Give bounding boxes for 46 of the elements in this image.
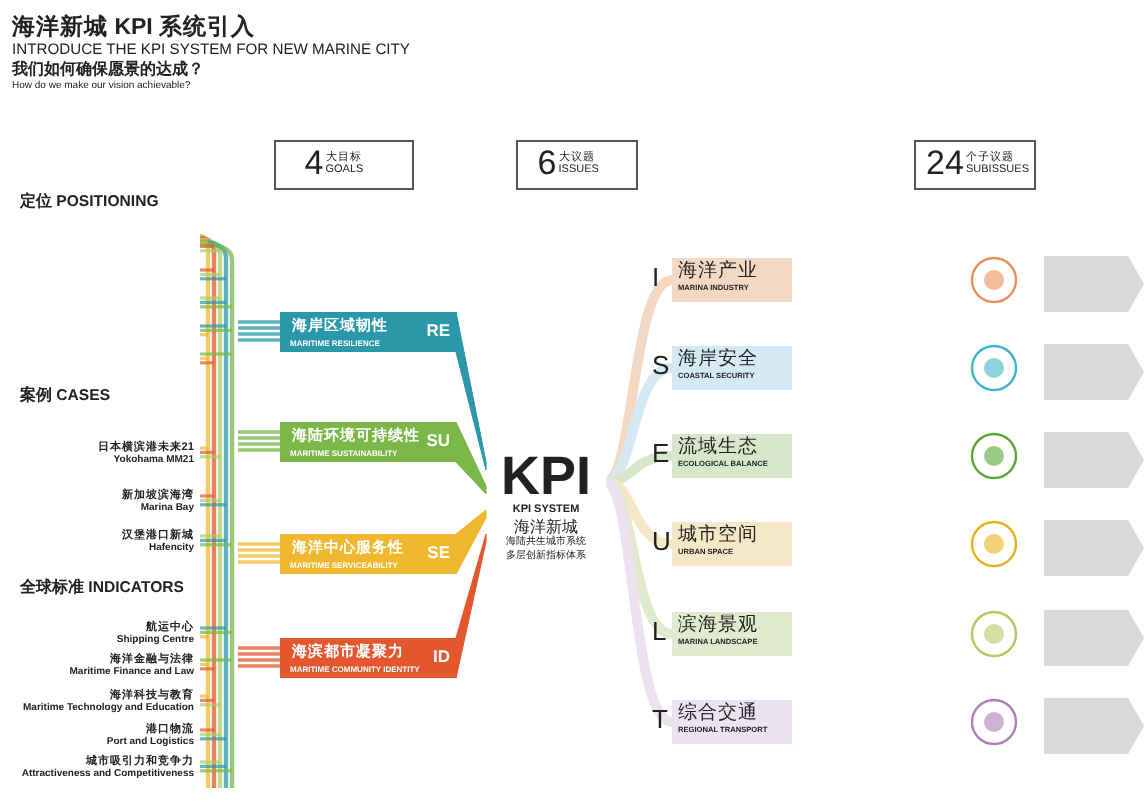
goal-banner	[280, 638, 456, 678]
issue-letter: S	[652, 352, 670, 378]
goal-code: SE	[427, 542, 450, 562]
issue-title: 滨海景观	[678, 616, 758, 635]
issue-title: 城市空间	[678, 526, 758, 545]
connector-curve	[605, 451, 673, 487]
count-box	[274, 140, 414, 190]
goal-code: RE	[426, 320, 450, 340]
count-box	[914, 140, 1036, 190]
issue-title: 海岸安全	[678, 350, 758, 369]
chevron-shape	[1044, 344, 1144, 400]
goal-banner	[280, 312, 456, 352]
issue-letter: E	[652, 440, 670, 466]
title: 海洋新城 KPI 系统引入	[12, 12, 256, 42]
issue-title: 流域生态	[678, 438, 758, 457]
connector-wedge	[455, 533, 487, 679]
count-box	[516, 140, 638, 190]
count-number: 24	[926, 146, 964, 180]
subtitle: 我们如何确保愿景的达成？	[12, 62, 204, 80]
issue-letter: U	[652, 528, 671, 554]
connector-curve	[605, 477, 673, 549]
line-bundle	[199, 234, 235, 788]
connector-wedge	[455, 509, 487, 575]
goal-code: ID	[433, 646, 450, 666]
kpi-title: KPI	[498, 450, 593, 504]
connector-lines	[236, 430, 282, 452]
connector-wedge	[455, 311, 487, 471]
kpi-caption: 海洋新城	[512, 520, 578, 536]
goal-code: SU	[426, 430, 450, 450]
chevron-shape	[1044, 520, 1144, 576]
count-number: 6	[537, 146, 557, 180]
chevron-shape	[1044, 610, 1144, 666]
connector-lines	[236, 542, 282, 564]
issue-title: 综合交通	[678, 704, 758, 723]
connector-lines	[236, 646, 282, 668]
count-number: 4	[304, 146, 324, 180]
issue-title: 海洋产业	[678, 262, 758, 281]
issue-letter: L	[652, 618, 667, 644]
connector-wedge	[455, 421, 487, 495]
issue-letter: T	[652, 706, 668, 732]
chevron-shape	[1044, 432, 1144, 488]
chevron-shape	[1044, 698, 1144, 754]
connector-curve	[603, 477, 675, 727]
connector-lines	[236, 320, 282, 342]
chevron-shape	[1044, 256, 1144, 312]
issue-letter: I	[652, 264, 660, 290]
